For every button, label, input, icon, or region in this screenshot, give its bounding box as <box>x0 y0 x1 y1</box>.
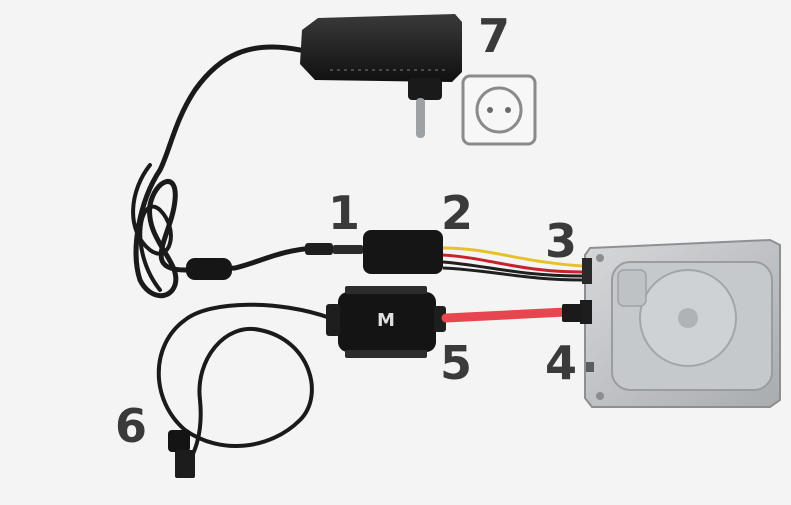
usb-plug <box>168 430 195 478</box>
usb-cable <box>156 302 332 470</box>
callout-1: 1 <box>328 186 361 240</box>
adapter-logo: M <box>377 310 395 331</box>
callout-4: 4 <box>545 336 578 390</box>
callout-2: 2 <box>441 186 474 240</box>
callout-5: 5 <box>440 336 473 390</box>
power-adapter <box>300 14 462 138</box>
wall-socket-icon <box>461 74 537 146</box>
power-splitter-box <box>363 230 443 274</box>
ferrite-bead <box>186 258 232 280</box>
callout-3: 3 <box>545 214 578 268</box>
callout-6: 6 <box>115 399 148 453</box>
power-cord <box>133 44 318 299</box>
hard-disk-drive <box>580 238 781 408</box>
usb-sata-adapter: M <box>326 286 446 358</box>
sata-cable <box>441 307 571 323</box>
callout-7: 7 <box>478 9 511 63</box>
